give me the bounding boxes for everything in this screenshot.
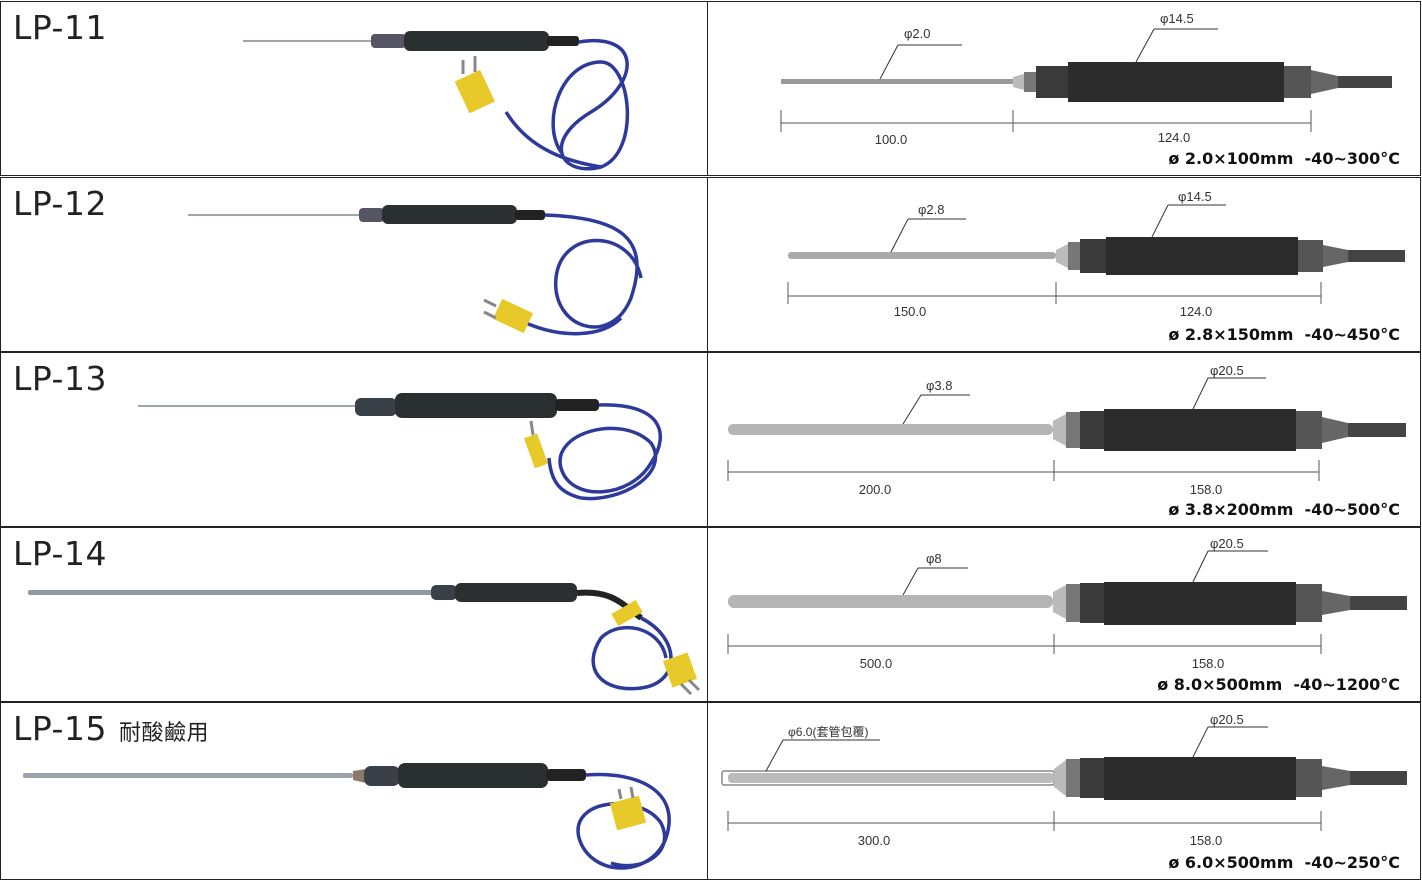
dimension-drawing: φ8 φ20.5 500.0 158.0 <box>727 536 1407 671</box>
dimension-drawing: φ2.8 φ14.5 150.0 124.0 <box>787 189 1405 319</box>
model-name: LP-11 <box>13 8 107 47</box>
probe-photo <box>243 31 630 171</box>
spec-text: ø 2.0×100mm -40~300°C <box>1168 149 1400 168</box>
photo-cell: LP-13 <box>0 352 708 527</box>
spec-text: ø 8.0×500mm -40~1200°C <box>1157 675 1400 694</box>
handle-diameter-label: φ20.5 <box>1210 536 1244 551</box>
probe-photo <box>28 583 701 696</box>
diameter-label: φ2.8 <box>918 202 945 217</box>
table-row: LP-14 <box>0 527 1422 702</box>
handle-diameter-label: φ20.5 <box>1210 712 1244 727</box>
probe-photo <box>188 205 643 336</box>
length-label-probe: 300.0 <box>858 833 891 848</box>
handle-diameter-label: φ14.5 <box>1160 11 1194 26</box>
photo-cell: LP-12 <box>0 177 708 352</box>
model-name: LP-12 <box>13 184 107 223</box>
length-label-handle: 124.0 <box>1180 304 1213 319</box>
handle-diameter-label: φ14.5 <box>1178 189 1212 204</box>
photo-cell: LP-14 <box>0 527 708 702</box>
table-row: LP-12 <box>0 177 1422 352</box>
drawing-cell: φ2.0 φ14.5 100.0 124.0 ø 2.0×100mm -40~3… <box>707 1 1421 176</box>
diameter-label: φ3.8 <box>926 378 953 393</box>
drawing-cell: φ2.8 φ14.5 150.0 124.0 ø 2.8×150mm -40~4… <box>707 177 1421 352</box>
dimension-drawing: φ3.8 φ20.5 200.0 158.0 <box>727 363 1406 497</box>
drawing-cell: φ8 φ20.5 500.0 158.0 ø 8.0×500mm -40~120… <box>707 527 1421 702</box>
length-label-handle: 158.0 <box>1192 656 1225 671</box>
handle-diameter-label: φ20.5 <box>1210 363 1244 378</box>
length-label-probe: 100.0 <box>875 132 908 147</box>
dimension-drawing: φ6.0(套管包覆) φ20.5 300.0 158.0 <box>721 712 1407 848</box>
length-label-probe: 500.0 <box>860 656 893 671</box>
spec-text: ø 3.8×200mm -40~500°C <box>1168 500 1400 519</box>
diameter-label: φ6.0(套管包覆) <box>788 724 868 739</box>
probe-photo <box>138 393 662 501</box>
length-label-probe: 150.0 <box>894 304 927 319</box>
diameter-label: φ8 <box>926 551 942 566</box>
diameter-label: φ2.0 <box>904 26 931 41</box>
length-label-handle: 124.0 <box>1158 130 1191 145</box>
length-label-handle: 158.0 <box>1190 833 1223 848</box>
probe-photo <box>23 763 671 870</box>
drawing-cell: φ6.0(套管包覆) φ20.5 300.0 158.0 ø 6.0×500mm… <box>707 702 1421 880</box>
table-row: LP-11 <box>0 1 1422 176</box>
spec-text: ø 2.8×150mm -40~450°C <box>1168 325 1400 344</box>
spec-text: ø 6.0×500mm -40~250°C <box>1168 853 1400 872</box>
dimension-drawing: φ2.0 φ14.5 100.0 124.0 <box>780 11 1392 147</box>
length-label-probe: 200.0 <box>859 482 892 497</box>
length-label-handle: 158.0 <box>1190 482 1223 497</box>
model-name: LP-13 <box>13 359 107 398</box>
photo-cell: LP-11 <box>0 1 708 176</box>
model-name: LP-14 <box>13 534 107 573</box>
table-row: LP-13 <box>0 352 1422 527</box>
drawing-cell: φ3.8 φ20.5 200.0 158.0 ø 3.8×200mm -40~5… <box>707 352 1421 527</box>
